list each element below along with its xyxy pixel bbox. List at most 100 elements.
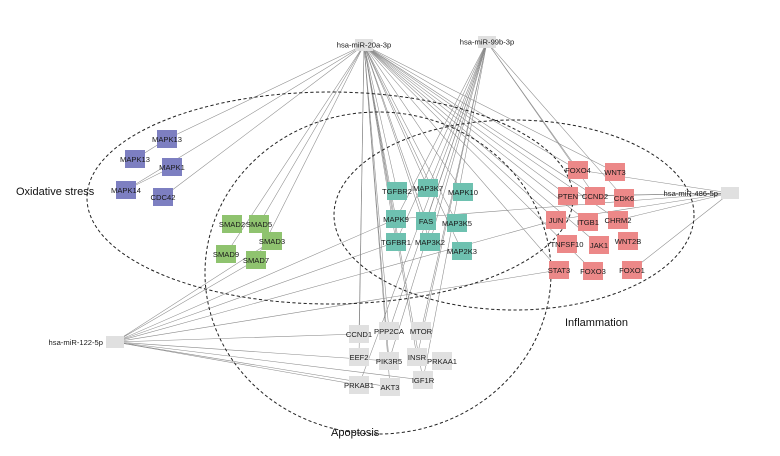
node-cdk6[interactable]: CDK6 [614, 189, 634, 207]
node-fas[interactable]: FAS [416, 212, 436, 230]
node-label: hsa-miR-20a-3p [337, 41, 391, 50]
node-tgfbr2[interactable]: TGFBR2 [382, 182, 412, 200]
node-mapk9[interactable]: MAPK9 [383, 210, 409, 228]
node-ccnd1[interactable]: CCND1 [346, 325, 372, 343]
edge-mir486-FOXO4 [577, 169, 731, 194]
node-box [557, 235, 577, 253]
edge-mir122-MAPK9 [114, 218, 397, 343]
node-box [608, 211, 628, 229]
node-pten[interactable]: PTEN [558, 187, 578, 205]
node-box [349, 348, 369, 366]
node-label: JUN [549, 216, 564, 225]
node-map3k7[interactable]: MAP3K7 [413, 179, 443, 197]
node-mapk13a[interactable]: MAPK13 [152, 130, 182, 148]
node-box [222, 215, 242, 233]
node-box [216, 245, 236, 263]
node-box [721, 187, 739, 199]
node-mir486[interactable]: hsa-miR-486-5p [664, 187, 739, 199]
node-label: MAP3K2 [415, 238, 445, 247]
edge-mir20a-MAPK13a [166, 44, 365, 140]
node-box [418, 179, 438, 197]
node-prkaa1[interactable]: PRKAA1 [427, 352, 457, 370]
node-eef2[interactable]: EEF2 [349, 348, 369, 366]
node-label: CCND1 [346, 330, 372, 339]
node-label: FOXO4 [565, 166, 591, 175]
node-box [106, 336, 124, 348]
node-wnt3[interactable]: WNT3 [604, 163, 626, 181]
node-box [558, 187, 578, 205]
node-smad5[interactable]: SMAD5 [246, 215, 272, 233]
node-wnt2b[interactable]: WNT2B [615, 232, 642, 250]
node-smad7[interactable]: SMAD7 [243, 251, 269, 269]
node-box [379, 352, 399, 370]
node-tnfsf10[interactable]: TNFSF10 [551, 235, 584, 253]
node-map3k5[interactable]: MAP3K5 [442, 214, 472, 232]
node-mapk10[interactable]: MAPK10 [448, 183, 478, 201]
node-smad3[interactable]: SMAD3 [259, 232, 285, 250]
node-mir20a[interactable]: hsa-miR-20a-3p [337, 39, 391, 51]
node-box [411, 322, 431, 340]
node-smad9[interactable]: SMAD9 [213, 245, 239, 263]
node-box [622, 261, 642, 279]
node-label: WNT2B [615, 237, 642, 246]
node-label: MTOR [410, 327, 433, 336]
node-mtor[interactable]: MTOR [410, 322, 433, 340]
node-mir122[interactable]: hsa-miR-122-5p [49, 336, 124, 348]
node-box [432, 352, 452, 370]
node-foxo3[interactable]: FOXO3 [580, 262, 606, 280]
node-box [380, 378, 400, 396]
node-foxo4[interactable]: FOXO4 [565, 161, 591, 179]
node-igf1r[interactable]: IGF1R [412, 371, 435, 389]
node-cdc42[interactable]: CDC42 [151, 188, 176, 206]
node-prkab1[interactable]: PRKAB1 [344, 376, 374, 394]
node-akt3[interactable]: AKT3 [380, 378, 400, 396]
edge-mir20a-SMAD5 [258, 44, 365, 225]
node-box [153, 188, 173, 206]
node-ppp2ca[interactable]: PPP2CA [374, 322, 405, 340]
node-label: IGF1R [412, 376, 435, 385]
node-label: PPP2CA [374, 327, 405, 336]
node-label: FOXO1 [619, 266, 645, 275]
edge-mir122-STAT3 [114, 269, 560, 343]
node-map3k2[interactable]: MAP3K2 [415, 233, 445, 251]
node-mir99b[interactable]: hsa-miR-99b-3p [460, 36, 514, 48]
node-jak1[interactable]: JAK1 [589, 236, 609, 254]
edge-mir122-PIK3R5 [114, 341, 390, 362]
node-itgb1[interactable]: ITGB1 [577, 213, 599, 231]
node-label: hsa-miR-122-5p [49, 338, 103, 347]
edge-mir486-FOXO1 [631, 192, 731, 271]
node-ccnd2[interactable]: CCND2 [582, 187, 608, 205]
node-box [568, 161, 588, 179]
node-box [407, 348, 427, 366]
edge-mir99b-IGF1R [422, 41, 488, 381]
node-chrm2[interactable]: CHRM2 [604, 211, 632, 229]
node-label: MAPK13 [152, 135, 182, 144]
node-foxo1[interactable]: FOXO1 [619, 261, 645, 279]
node-label: SMAD2 [219, 220, 245, 229]
edge-mir122-TGFBR1 [114, 241, 397, 343]
node-label: PRKAA1 [427, 357, 457, 366]
node-box [546, 211, 566, 229]
node-map2k3[interactable]: MAP2K3 [447, 242, 477, 260]
node-jun[interactable]: JUN [546, 211, 566, 229]
node-box [249, 215, 269, 233]
node-insr[interactable]: INSR [407, 348, 427, 366]
region-label-oxidative-stress: Oxidative stress [16, 186, 95, 198]
edge-mir99b-MAP3K7 [427, 41, 488, 189]
node-box [349, 325, 369, 343]
edge-mir20a-ITGB1 [363, 44, 589, 223]
edge-mir122-PRKAB1 [114, 341, 360, 386]
node-stat3[interactable]: STAT3 [548, 261, 571, 279]
edge-mir20a-TGFBR2 [363, 44, 398, 192]
node-mapk14[interactable]: MAPK14 [111, 181, 141, 199]
node-pik3r5[interactable]: PIK3R5 [376, 352, 402, 370]
node-mapk13b[interactable]: MAPK13 [120, 150, 150, 168]
node-box [452, 242, 472, 260]
node-mapk1[interactable]: MAPK1 [159, 158, 185, 176]
node-smad2[interactable]: SMAD2 [219, 215, 245, 233]
edge-mir122-AKT3 [114, 341, 391, 388]
node-tgfbr1[interactable]: TGFBR1 [381, 233, 411, 251]
node-box [116, 181, 136, 199]
edge-mir20a-JUN [363, 44, 557, 221]
node-label: JAK1 [590, 241, 608, 250]
